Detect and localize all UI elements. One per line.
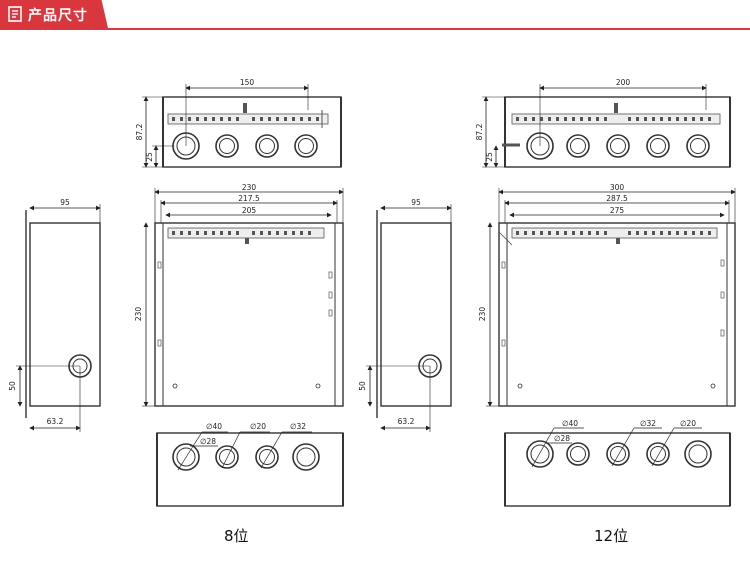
right-top-view: 200 87.2 25	[475, 78, 731, 168]
left-side-hole-height-label: 50	[8, 381, 17, 391]
right-front-width-inner-label: 275	[610, 206, 625, 215]
right-top-height-label: 87.2	[475, 123, 484, 140]
left-top-height-label: 87.2	[135, 123, 144, 140]
left-bottom-d32-label: ∅32	[290, 422, 306, 431]
right-top-rail-terminals	[516, 117, 711, 121]
right-bottom-view: ∅40 ∅28 ∅32 ∅20	[504, 419, 731, 507]
section-title: 产品尺寸	[28, 8, 88, 24]
right-front-view: 300 287.5 275 230	[478, 183, 736, 407]
left-top-width-label: 150	[240, 78, 255, 87]
right-front-rail-terminals	[516, 231, 711, 235]
left-top-view: 150 87.2 25	[135, 78, 342, 168]
right-side-hole-depth-label: 63.2	[398, 417, 415, 426]
left-bottom-d28-label: ∅28	[200, 437, 216, 446]
left-top-hole-offset-label: 25	[145, 152, 154, 162]
left-caption: 8位	[224, 527, 249, 545]
left-front-rail-terminals	[172, 231, 311, 235]
header-rule	[0, 28, 750, 30]
left-top-rail-terminals	[172, 117, 319, 121]
left-front-height-label: 230	[134, 307, 143, 322]
left-front-view: 230 217.5 205 230	[134, 183, 344, 407]
section-header: 产品尺寸	[0, 0, 750, 30]
right-top-width-label: 200	[616, 78, 631, 87]
left-bottom-d20-label: ∅20	[250, 422, 266, 431]
right-front-height-label: 230	[478, 307, 487, 322]
right-bottom-d28-label: ∅28	[554, 434, 570, 443]
right-caption: 12位	[594, 527, 629, 545]
right-side-depth-label: 95	[411, 198, 421, 207]
left-bottom-view: ∅40 ∅28 ∅20 ∅32	[156, 422, 344, 507]
left-front-width-mid-label: 217.5	[238, 194, 260, 203]
right-bottom-d32-label: ∅32	[640, 419, 656, 428]
right-front-width-mid-label: 287.5	[606, 194, 628, 203]
right-side-view: 95 50 63.2	[358, 198, 452, 432]
right-bottom-d40-label: ∅40	[562, 419, 578, 428]
right-bottom-d20-label: ∅20	[680, 419, 696, 428]
right-side-hole-height-label: 50	[358, 381, 367, 391]
right-front-width-outer-label: 300	[610, 183, 625, 192]
left-bottom-d40-label: ∅40	[206, 422, 222, 431]
left-side-depth-label: 95	[60, 198, 70, 207]
document-icon	[8, 6, 22, 22]
left-side-view: 95 50 63.2	[8, 198, 101, 432]
right-top-hole-offset-label: 25	[485, 152, 494, 162]
left-side-hole-depth-label: 63.2	[47, 417, 64, 426]
left-front-width-inner-label: 205	[242, 206, 257, 215]
left-front-width-outer-label: 230	[242, 183, 257, 192]
